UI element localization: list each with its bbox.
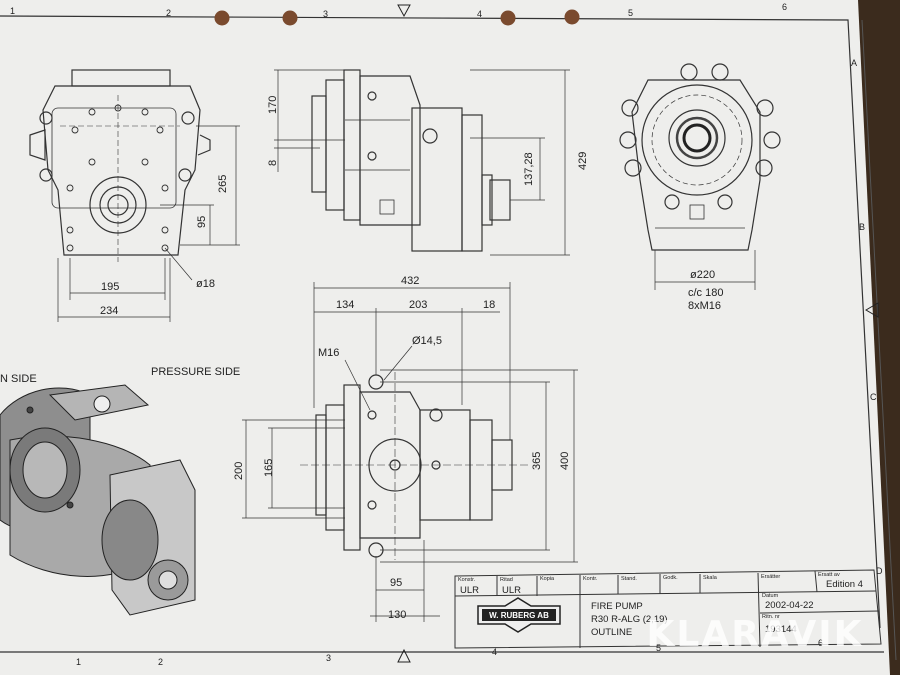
dim-o18: ø18 bbox=[196, 278, 215, 290]
dim-8xm16: 8xM16 bbox=[688, 300, 721, 312]
view-top bbox=[300, 372, 530, 560]
tb-title-line-3: OUTLINE bbox=[591, 627, 632, 638]
label-suction-side: N SIDE bbox=[0, 373, 37, 385]
dim-195: 195 bbox=[101, 281, 119, 293]
tb-header-kontr: Kontr. bbox=[583, 576, 598, 582]
grid-right-d: D bbox=[876, 566, 883, 576]
grid-top-6: 6 bbox=[782, 2, 787, 12]
dim-8: 8 bbox=[267, 160, 279, 166]
tb-header-godk: Godk. bbox=[663, 575, 678, 581]
dim-95-vertical: 95 bbox=[196, 216, 208, 228]
dim-165: 165 bbox=[263, 459, 275, 477]
view-rear-dims bbox=[654, 250, 756, 290]
grid-bottom-3: 3 bbox=[326, 653, 331, 663]
dim-m16: M16 bbox=[318, 347, 339, 359]
tb-drawing-number: 193144 bbox=[765, 624, 797, 635]
view-isometric bbox=[0, 384, 196, 616]
center-mark-bottom bbox=[397, 648, 411, 663]
dim-18: 18 bbox=[483, 299, 495, 311]
grid-bottom-6: 6 bbox=[818, 638, 823, 648]
grid-bottom-5: 5 bbox=[656, 643, 661, 653]
tb-header-konstr: Konstr. bbox=[458, 577, 476, 583]
view-front bbox=[29, 69, 211, 262]
watermark: KLARAVIK bbox=[647, 614, 864, 655]
tb-edition: Edition 4 bbox=[826, 579, 863, 590]
tb-date: 2002-04-22 bbox=[765, 600, 814, 611]
view-front-dims bbox=[57, 125, 240, 322]
view-rear bbox=[619, 63, 781, 251]
dim-429: 429 bbox=[577, 152, 589, 170]
center-mark-right bbox=[865, 302, 879, 318]
tb-header-ritad: Ritad bbox=[500, 577, 513, 583]
dim-137-28: 137,28 bbox=[523, 152, 535, 186]
tb-konstr-value: ULR bbox=[460, 585, 479, 596]
grid-top-2: 2 bbox=[166, 8, 171, 18]
dim-234: 234 bbox=[100, 305, 118, 317]
logo-text: W. RUBERG AB bbox=[489, 611, 549, 620]
tb-header-stand: Stand. bbox=[621, 576, 637, 582]
center-mark-top bbox=[397, 4, 411, 18]
dim-432: 432 bbox=[401, 275, 419, 287]
tb-header-ritn-nr: Ritn. nr bbox=[762, 614, 780, 620]
grid-top-3: 3 bbox=[323, 9, 328, 19]
frame-right-outer bbox=[861, 19, 897, 661]
grid-bottom-2: 2 bbox=[158, 657, 163, 667]
tb-header-kopia: Kopia bbox=[540, 576, 555, 582]
grid-right-b: B bbox=[859, 222, 865, 232]
view-top-dims bbox=[242, 282, 578, 622]
tb-header-ersatt-av: Ersatt av bbox=[818, 572, 840, 578]
tb-title-line-1: FIRE PUMP bbox=[591, 601, 643, 612]
tb-title-line-2: R30 R-ALG (2,19) bbox=[591, 614, 668, 625]
dim-95-horizontal: 95 bbox=[390, 577, 402, 589]
tb-header-ersatter: Ersätter bbox=[761, 574, 780, 580]
dim-134: 134 bbox=[336, 299, 354, 311]
dim-cc180: c/c 180 bbox=[688, 287, 723, 299]
grid-bottom-4: 4 bbox=[492, 647, 497, 657]
dim-130: 130 bbox=[388, 609, 406, 621]
grid-right-a: A bbox=[851, 58, 857, 68]
grid-right-c: C bbox=[870, 392, 877, 402]
dim-o220: ø220 bbox=[690, 269, 715, 281]
tb-header-skala: Skala bbox=[703, 575, 718, 581]
punch-holes bbox=[214, 9, 580, 26]
tb-ritad-value: ULR bbox=[502, 585, 521, 596]
tb-header-datum: Datum bbox=[762, 593, 779, 599]
grid-bottom-1: 1 bbox=[76, 657, 81, 667]
dim-200: 200 bbox=[233, 462, 245, 480]
dim-170: 170 bbox=[267, 96, 279, 114]
dim-o14-5: Ø14,5 bbox=[412, 335, 442, 347]
grid-top-1: 1 bbox=[10, 6, 15, 16]
view-side bbox=[311, 69, 511, 252]
title-block bbox=[454, 569, 882, 649]
view-side-dims bbox=[274, 69, 570, 256]
label-pressure-side: PRESSURE SIDE bbox=[151, 366, 240, 378]
grid-top-4: 4 bbox=[477, 9, 482, 19]
company-logo: W. RUBERG AB bbox=[477, 597, 561, 633]
dim-203: 203 bbox=[409, 299, 427, 311]
dim-365: 365 bbox=[531, 452, 543, 470]
dim-265: 265 bbox=[217, 175, 229, 193]
dim-400: 400 bbox=[559, 452, 571, 470]
grid-top-5: 5 bbox=[628, 8, 633, 18]
